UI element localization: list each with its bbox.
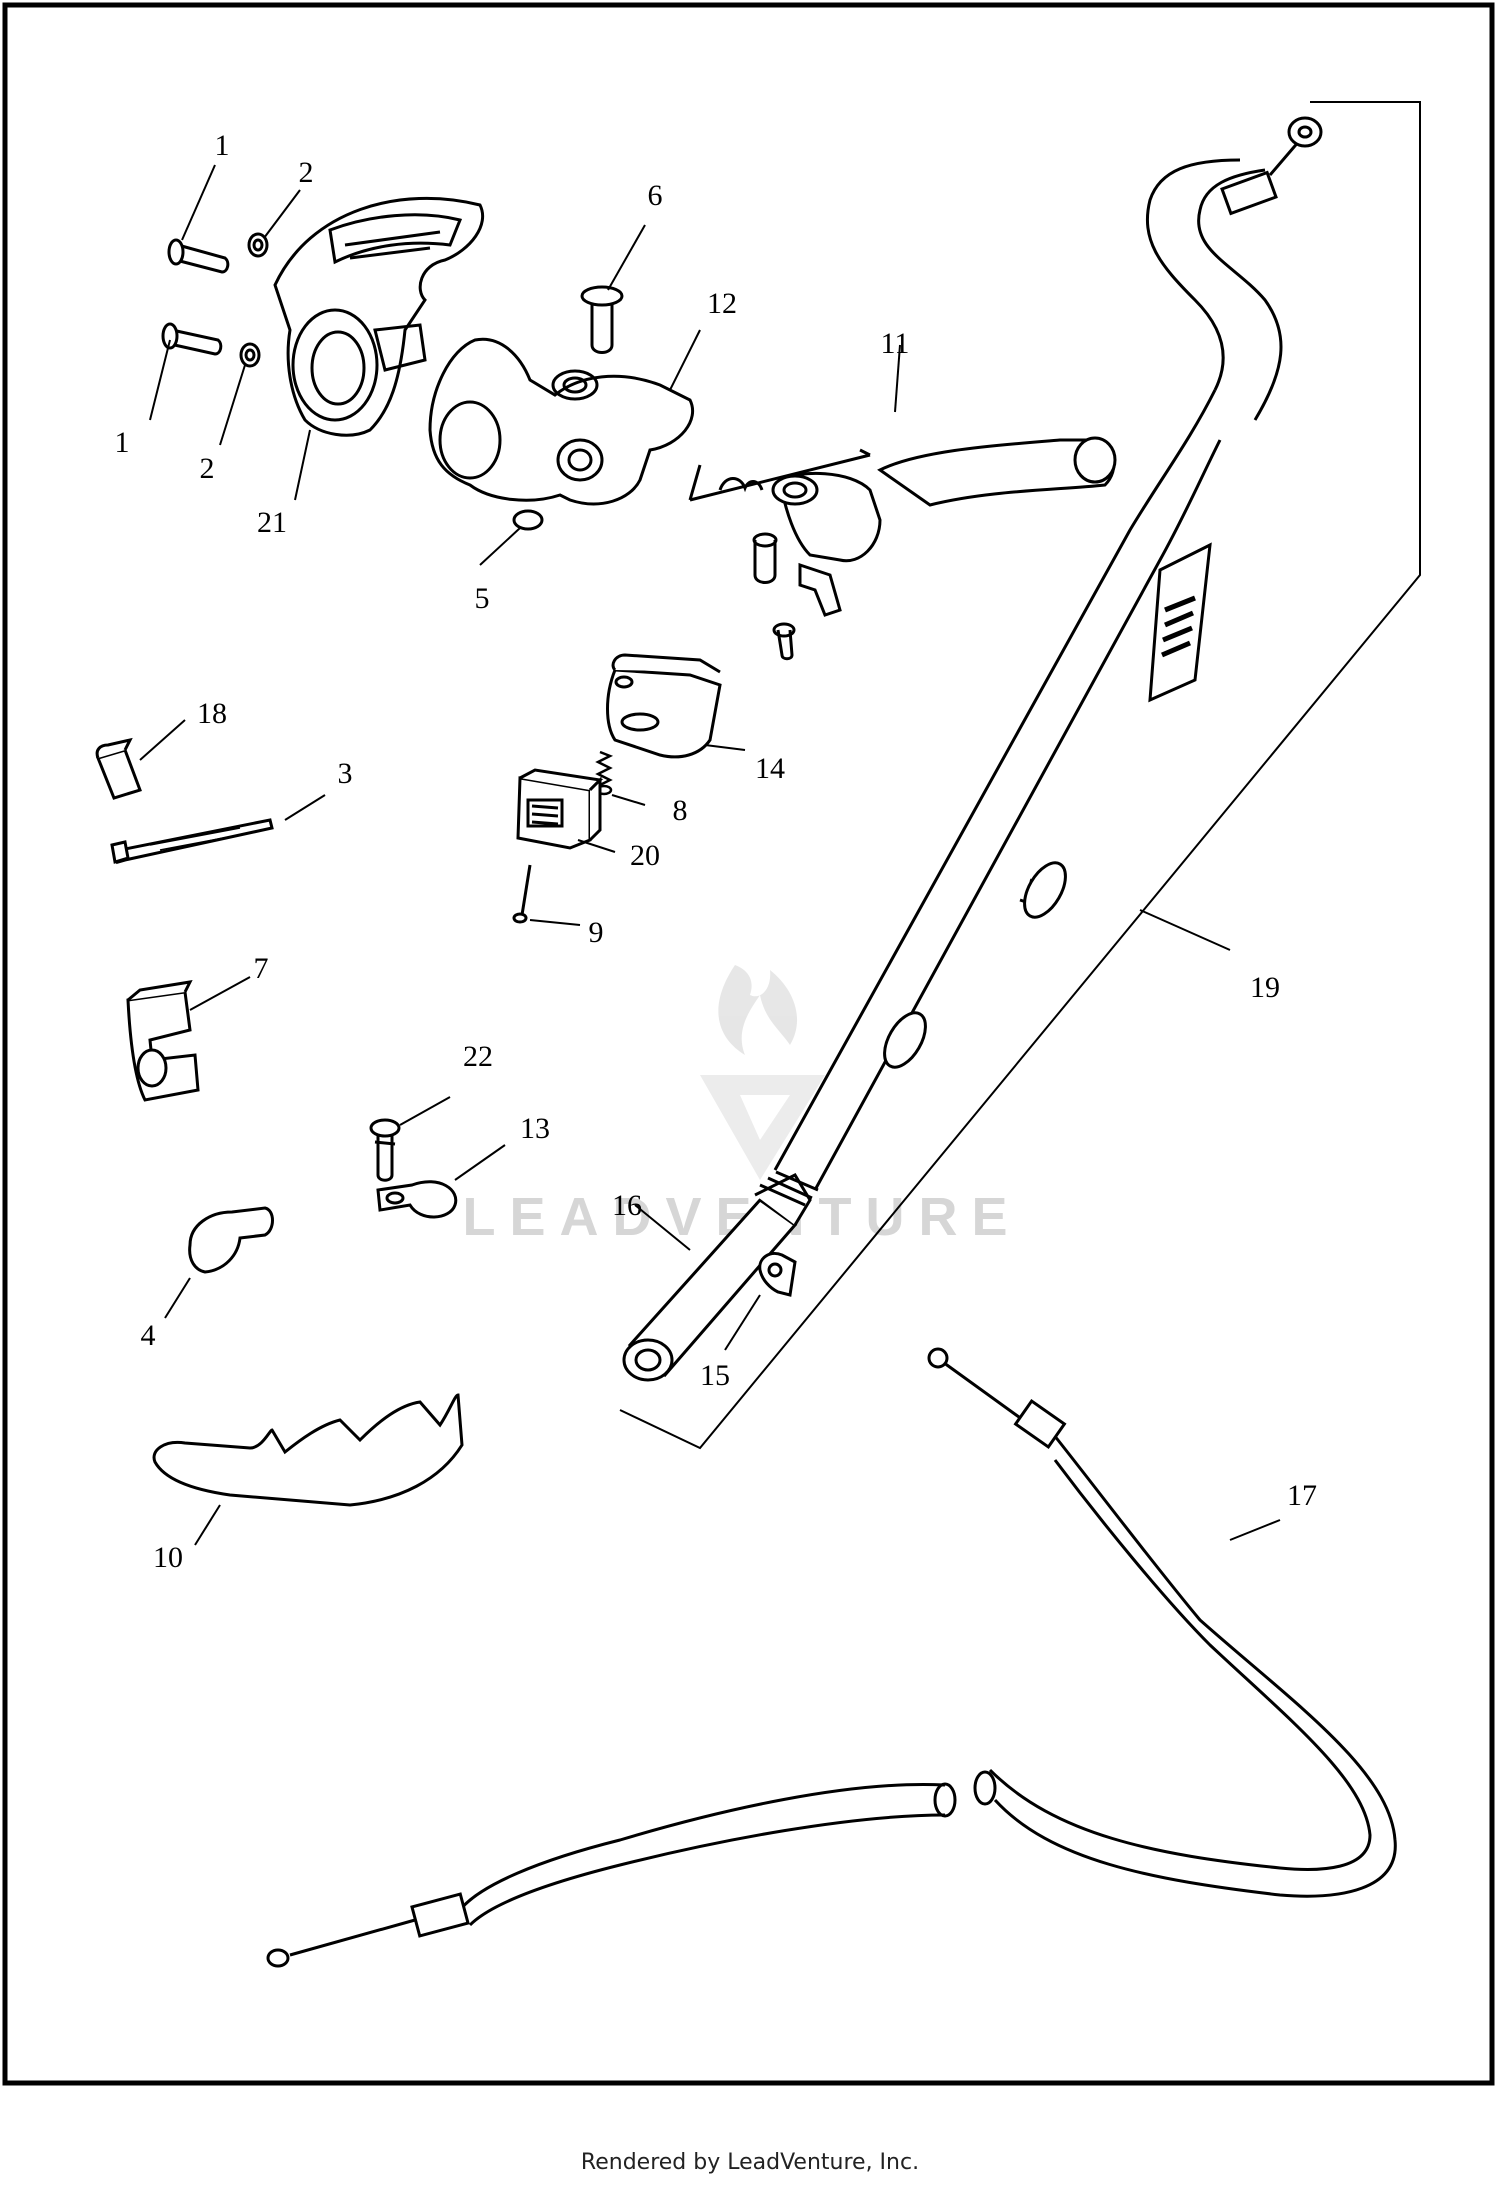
callout-7: 7 <box>254 952 269 985</box>
part-14-switch-cover <box>606 653 722 759</box>
callout-5: 5 <box>475 582 490 615</box>
part-19-bracket-line <box>619 101 1421 1450</box>
part-11-lever-assembly <box>688 436 1117 661</box>
callout-12: 12 <box>707 287 737 320</box>
callout-19: 19 <box>1250 971 1280 1004</box>
part-12-lever-bracket <box>428 337 695 506</box>
part-21-switch-housing <box>273 196 485 437</box>
part-22-bolt <box>369 1118 401 1182</box>
callout-16: 16 <box>612 1189 642 1222</box>
callout-labels: 1 2 6 12 11 1 2 21 5 18 14 3 8 20 9 7 19… <box>115 129 1318 1574</box>
part-18-clip <box>95 737 142 800</box>
callout-17: 17 <box>1287 1479 1317 1512</box>
callout-20: 20 <box>630 839 660 872</box>
callout-9: 9 <box>589 916 604 949</box>
callout-11: 11 <box>881 327 910 360</box>
callout-18: 18 <box>197 697 227 730</box>
callout-4: 4 <box>141 1319 156 1352</box>
part-20-switch <box>516 768 604 850</box>
callout-14: 14 <box>755 752 785 785</box>
callout-22: 22 <box>463 1040 493 1073</box>
callout-1-upper: 1 <box>215 129 230 162</box>
part-13-p-clamp <box>376 1180 458 1219</box>
part-5-retaining-ring <box>512 509 544 531</box>
part-1-screw-lower <box>161 322 223 356</box>
part-19-clutch-cable <box>773 116 1323 1191</box>
diagram-border <box>2 2 1495 2086</box>
callout-21: 21 <box>257 506 287 539</box>
part-16-adjuster <box>622 1170 819 1382</box>
part-10-guard <box>152 1393 464 1507</box>
callout-2-upper: 2 <box>299 156 314 189</box>
part-2-washers <box>239 232 269 368</box>
leader-lines <box>139 164 1281 1546</box>
callout-1-lower: 1 <box>115 426 130 459</box>
part-4-clip <box>188 1206 274 1274</box>
part-6-pivot-pin <box>580 285 624 354</box>
callout-6: 6 <box>648 179 663 212</box>
part-3-cable-tie <box>110 818 274 865</box>
part-15-clip <box>758 1252 797 1297</box>
watermark-logo <box>700 965 825 1180</box>
callout-15: 15 <box>700 1359 730 1392</box>
part-1-screw-upper <box>167 238 230 274</box>
callout-3: 3 <box>338 757 353 790</box>
part-9-screw <box>512 864 532 924</box>
footer-credit: Rendered by LeadVenture, Inc. <box>580 2150 920 2175</box>
callout-8: 8 <box>673 794 688 827</box>
part-7-connector-holder <box>126 980 200 1102</box>
part-17-cable <box>266 1347 1397 1968</box>
callout-10: 10 <box>153 1541 183 1574</box>
callout-13: 13 <box>520 1112 550 1145</box>
callout-2-lower: 2 <box>200 452 215 485</box>
